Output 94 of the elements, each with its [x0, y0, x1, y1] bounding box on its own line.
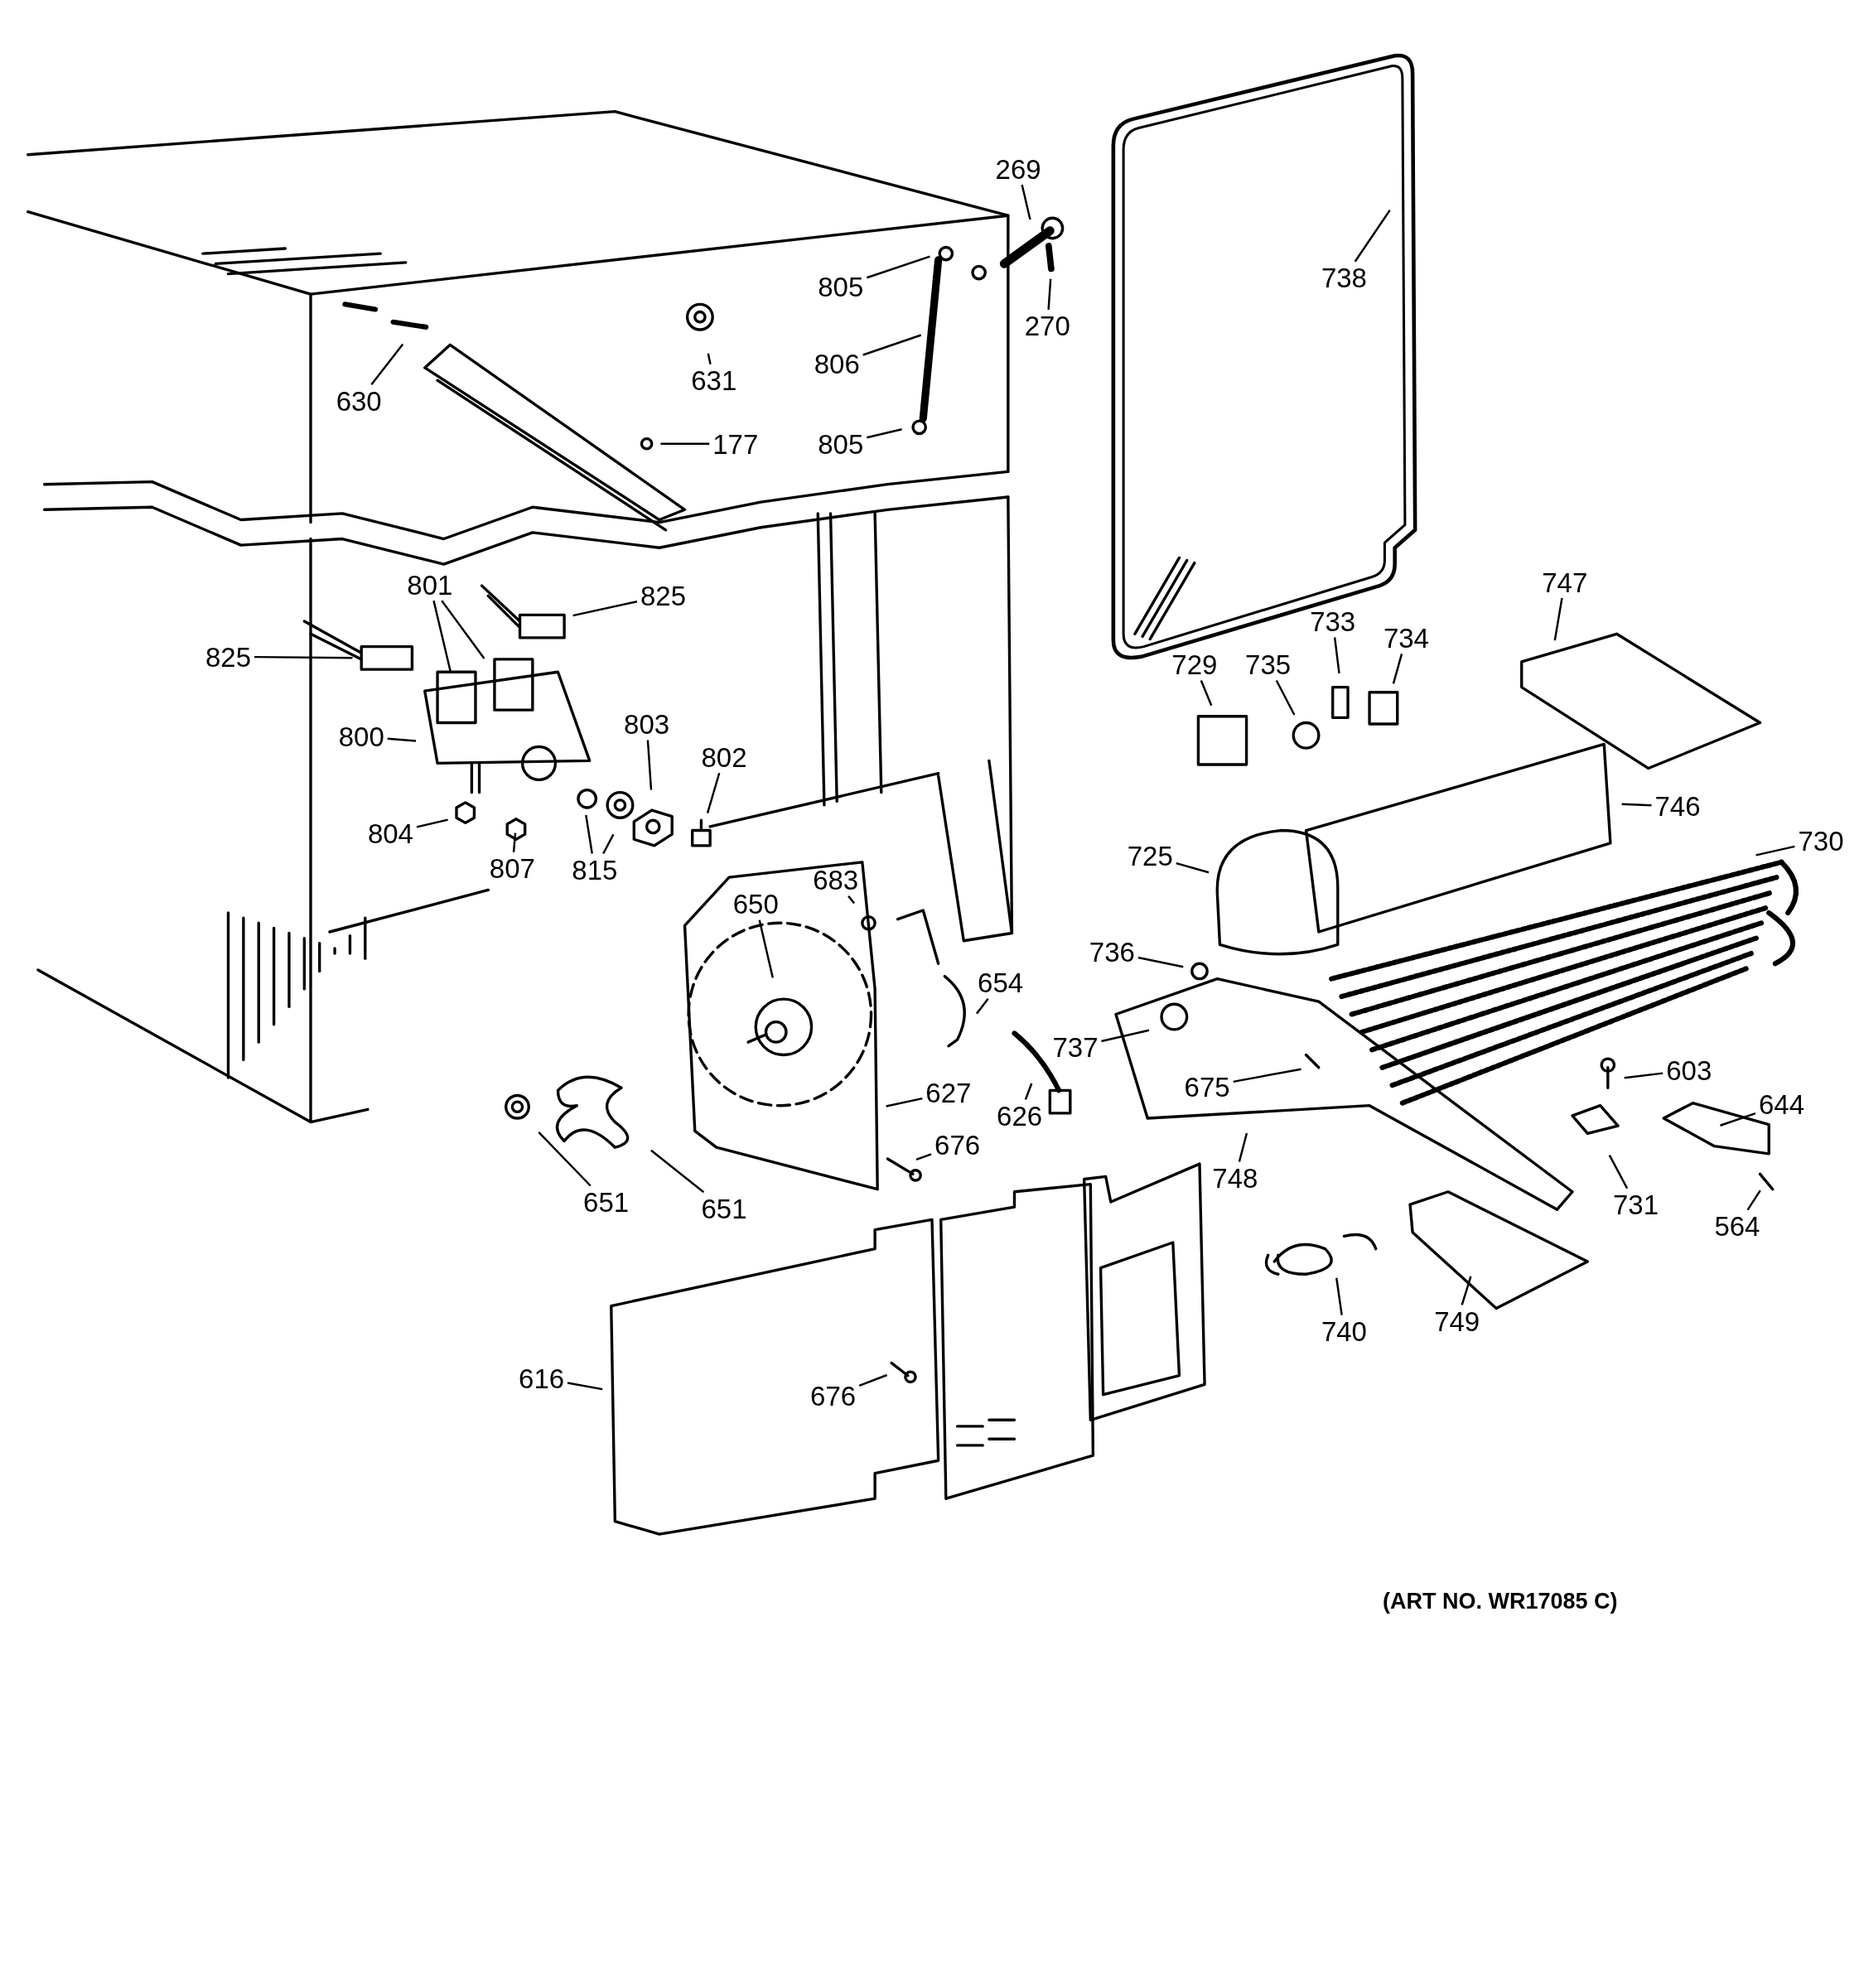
- leader-line: [1392, 654, 1403, 684]
- callout-number: 735: [1243, 649, 1293, 679]
- leader-line: [707, 353, 712, 364]
- leader-line: [1275, 679, 1296, 716]
- leader-line: [1720, 1112, 1756, 1127]
- leader-line: [1101, 1029, 1150, 1043]
- leader-line: [1233, 1068, 1301, 1083]
- callout-number: 825: [638, 581, 688, 610]
- callout-number: 740: [1319, 1316, 1369, 1346]
- leader-line: [1024, 1083, 1033, 1100]
- leader-line: [1755, 845, 1795, 856]
- leader-line: [847, 895, 856, 905]
- callout-number: 804: [365, 818, 415, 848]
- callout-number: 731: [1610, 1189, 1660, 1219]
- leader-line: [387, 737, 417, 742]
- callout-number: 654: [976, 967, 1026, 997]
- leader-line: [858, 1373, 888, 1387]
- leader-line: [706, 772, 721, 813]
- leader-line: [585, 814, 593, 854]
- leader-line: [1021, 184, 1031, 220]
- leader-line: [602, 833, 615, 855]
- callout-number: 725: [1125, 841, 1175, 871]
- leader-line: [1553, 597, 1563, 641]
- leader-line: [432, 600, 452, 673]
- leader-line: [370, 343, 404, 385]
- callout-number: 746: [1653, 791, 1702, 821]
- leader-line: [1608, 1155, 1629, 1189]
- leader-line: [976, 997, 989, 1015]
- leader-line: [1354, 210, 1391, 263]
- leader-line: [646, 740, 653, 790]
- callout-number: 802: [699, 742, 749, 772]
- leader-line: [1624, 1072, 1664, 1079]
- callout-number: 651: [582, 1187, 631, 1217]
- callout-number: 805: [816, 272, 866, 302]
- callout-number: 734: [1381, 623, 1431, 653]
- callout-number: 806: [812, 349, 862, 379]
- leader-line: [1200, 680, 1213, 707]
- callout-number: 737: [1050, 1032, 1100, 1062]
- callout-number: 803: [622, 709, 672, 739]
- leader-line: [650, 1149, 705, 1194]
- callout-number: 631: [689, 365, 739, 395]
- leader-line: [1335, 1277, 1343, 1315]
- leader-line: [1238, 1132, 1248, 1162]
- callout-number: 801: [405, 570, 455, 600]
- callout-number: 177: [711, 429, 761, 459]
- callout-number: 738: [1319, 263, 1369, 292]
- leader-line: [1621, 803, 1652, 807]
- callout-number: 627: [924, 1078, 973, 1107]
- callout-number: 650: [731, 889, 780, 919]
- callout-number: 748: [1210, 1163, 1260, 1193]
- callout-number: 676: [933, 1130, 983, 1160]
- callout-number: 270: [1022, 311, 1072, 340]
- leader-line: [862, 334, 922, 356]
- leader-line: [416, 818, 448, 828]
- leader-line: [572, 601, 638, 617]
- callout-number: 815: [570, 855, 620, 885]
- leader-line: [1461, 1276, 1472, 1305]
- leader-line: [886, 1097, 923, 1107]
- callout-number: 675: [1182, 1072, 1232, 1102]
- callout-number: 651: [699, 1194, 749, 1223]
- leader-line: [915, 1153, 932, 1161]
- leader-line: [1047, 278, 1052, 310]
- leader-line: [1137, 956, 1184, 968]
- callout-number: 733: [1308, 606, 1358, 636]
- callout-number: 730: [1796, 826, 1846, 856]
- callout-number: 825: [203, 642, 254, 672]
- callout-number: 630: [334, 386, 384, 416]
- callout-number: 736: [1087, 938, 1137, 967]
- leader-line: [1176, 861, 1210, 874]
- leader-line: [567, 1382, 603, 1391]
- callout-number: 749: [1432, 1306, 1482, 1336]
- callout-number: 683: [811, 865, 861, 895]
- callout-number: 269: [993, 154, 1043, 184]
- callout-number: 564: [1712, 1211, 1762, 1241]
- leader-line: [441, 600, 485, 659]
- leader-line: [1746, 1189, 1761, 1211]
- callout-number: 805: [816, 429, 866, 459]
- leader-line: [512, 832, 517, 853]
- leader-line: [538, 1132, 592, 1187]
- callout-number: 644: [1756, 1089, 1807, 1119]
- callout-number: 729: [1170, 649, 1219, 679]
- leader-line: [867, 428, 902, 439]
- callout-number: 616: [517, 1363, 567, 1393]
- callout-number: 626: [995, 1101, 1045, 1131]
- callout-number: 747: [1540, 567, 1590, 597]
- leader-line: [660, 442, 710, 445]
- callout-number: 603: [1664, 1055, 1714, 1085]
- leader-line: [1333, 637, 1340, 673]
- leader-line: [866, 255, 930, 279]
- art-number-note: (ART NO. WR17085 C): [1382, 1588, 1618, 1614]
- callout-number: 807: [487, 853, 537, 883]
- callout-number: 676: [809, 1381, 858, 1411]
- leader-line: [254, 655, 353, 659]
- callout-number: 800: [336, 721, 386, 751]
